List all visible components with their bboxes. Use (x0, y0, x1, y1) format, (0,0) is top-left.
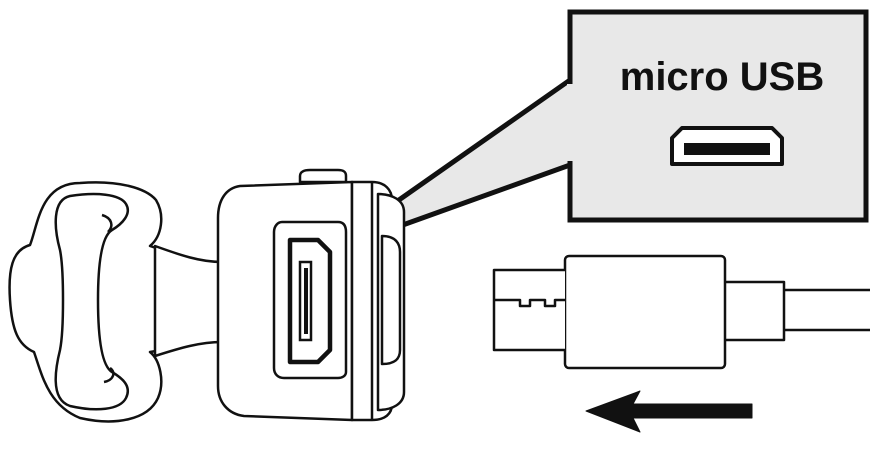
cable-plug-metal (492, 268, 565, 352)
device-top-button (298, 168, 348, 184)
device-edge-ring (376, 192, 406, 412)
cable-wire (784, 288, 870, 332)
micro-usb-cable-plug-icon (492, 254, 870, 370)
device-knob (8, 181, 164, 423)
device-neck (153, 244, 224, 358)
cable-overmold (563, 254, 727, 370)
device-knob-loop (54, 192, 129, 411)
cable-strain-relief (720, 280, 786, 342)
micro-usb-port-icon (670, 126, 784, 166)
device-micro-usb-port-icon (287, 237, 333, 365)
callout-box (567, 9, 869, 223)
callout-label: micro USB (620, 55, 825, 99)
arrow-left-icon (585, 390, 753, 433)
usb-charger-device-icon (8, 168, 406, 423)
